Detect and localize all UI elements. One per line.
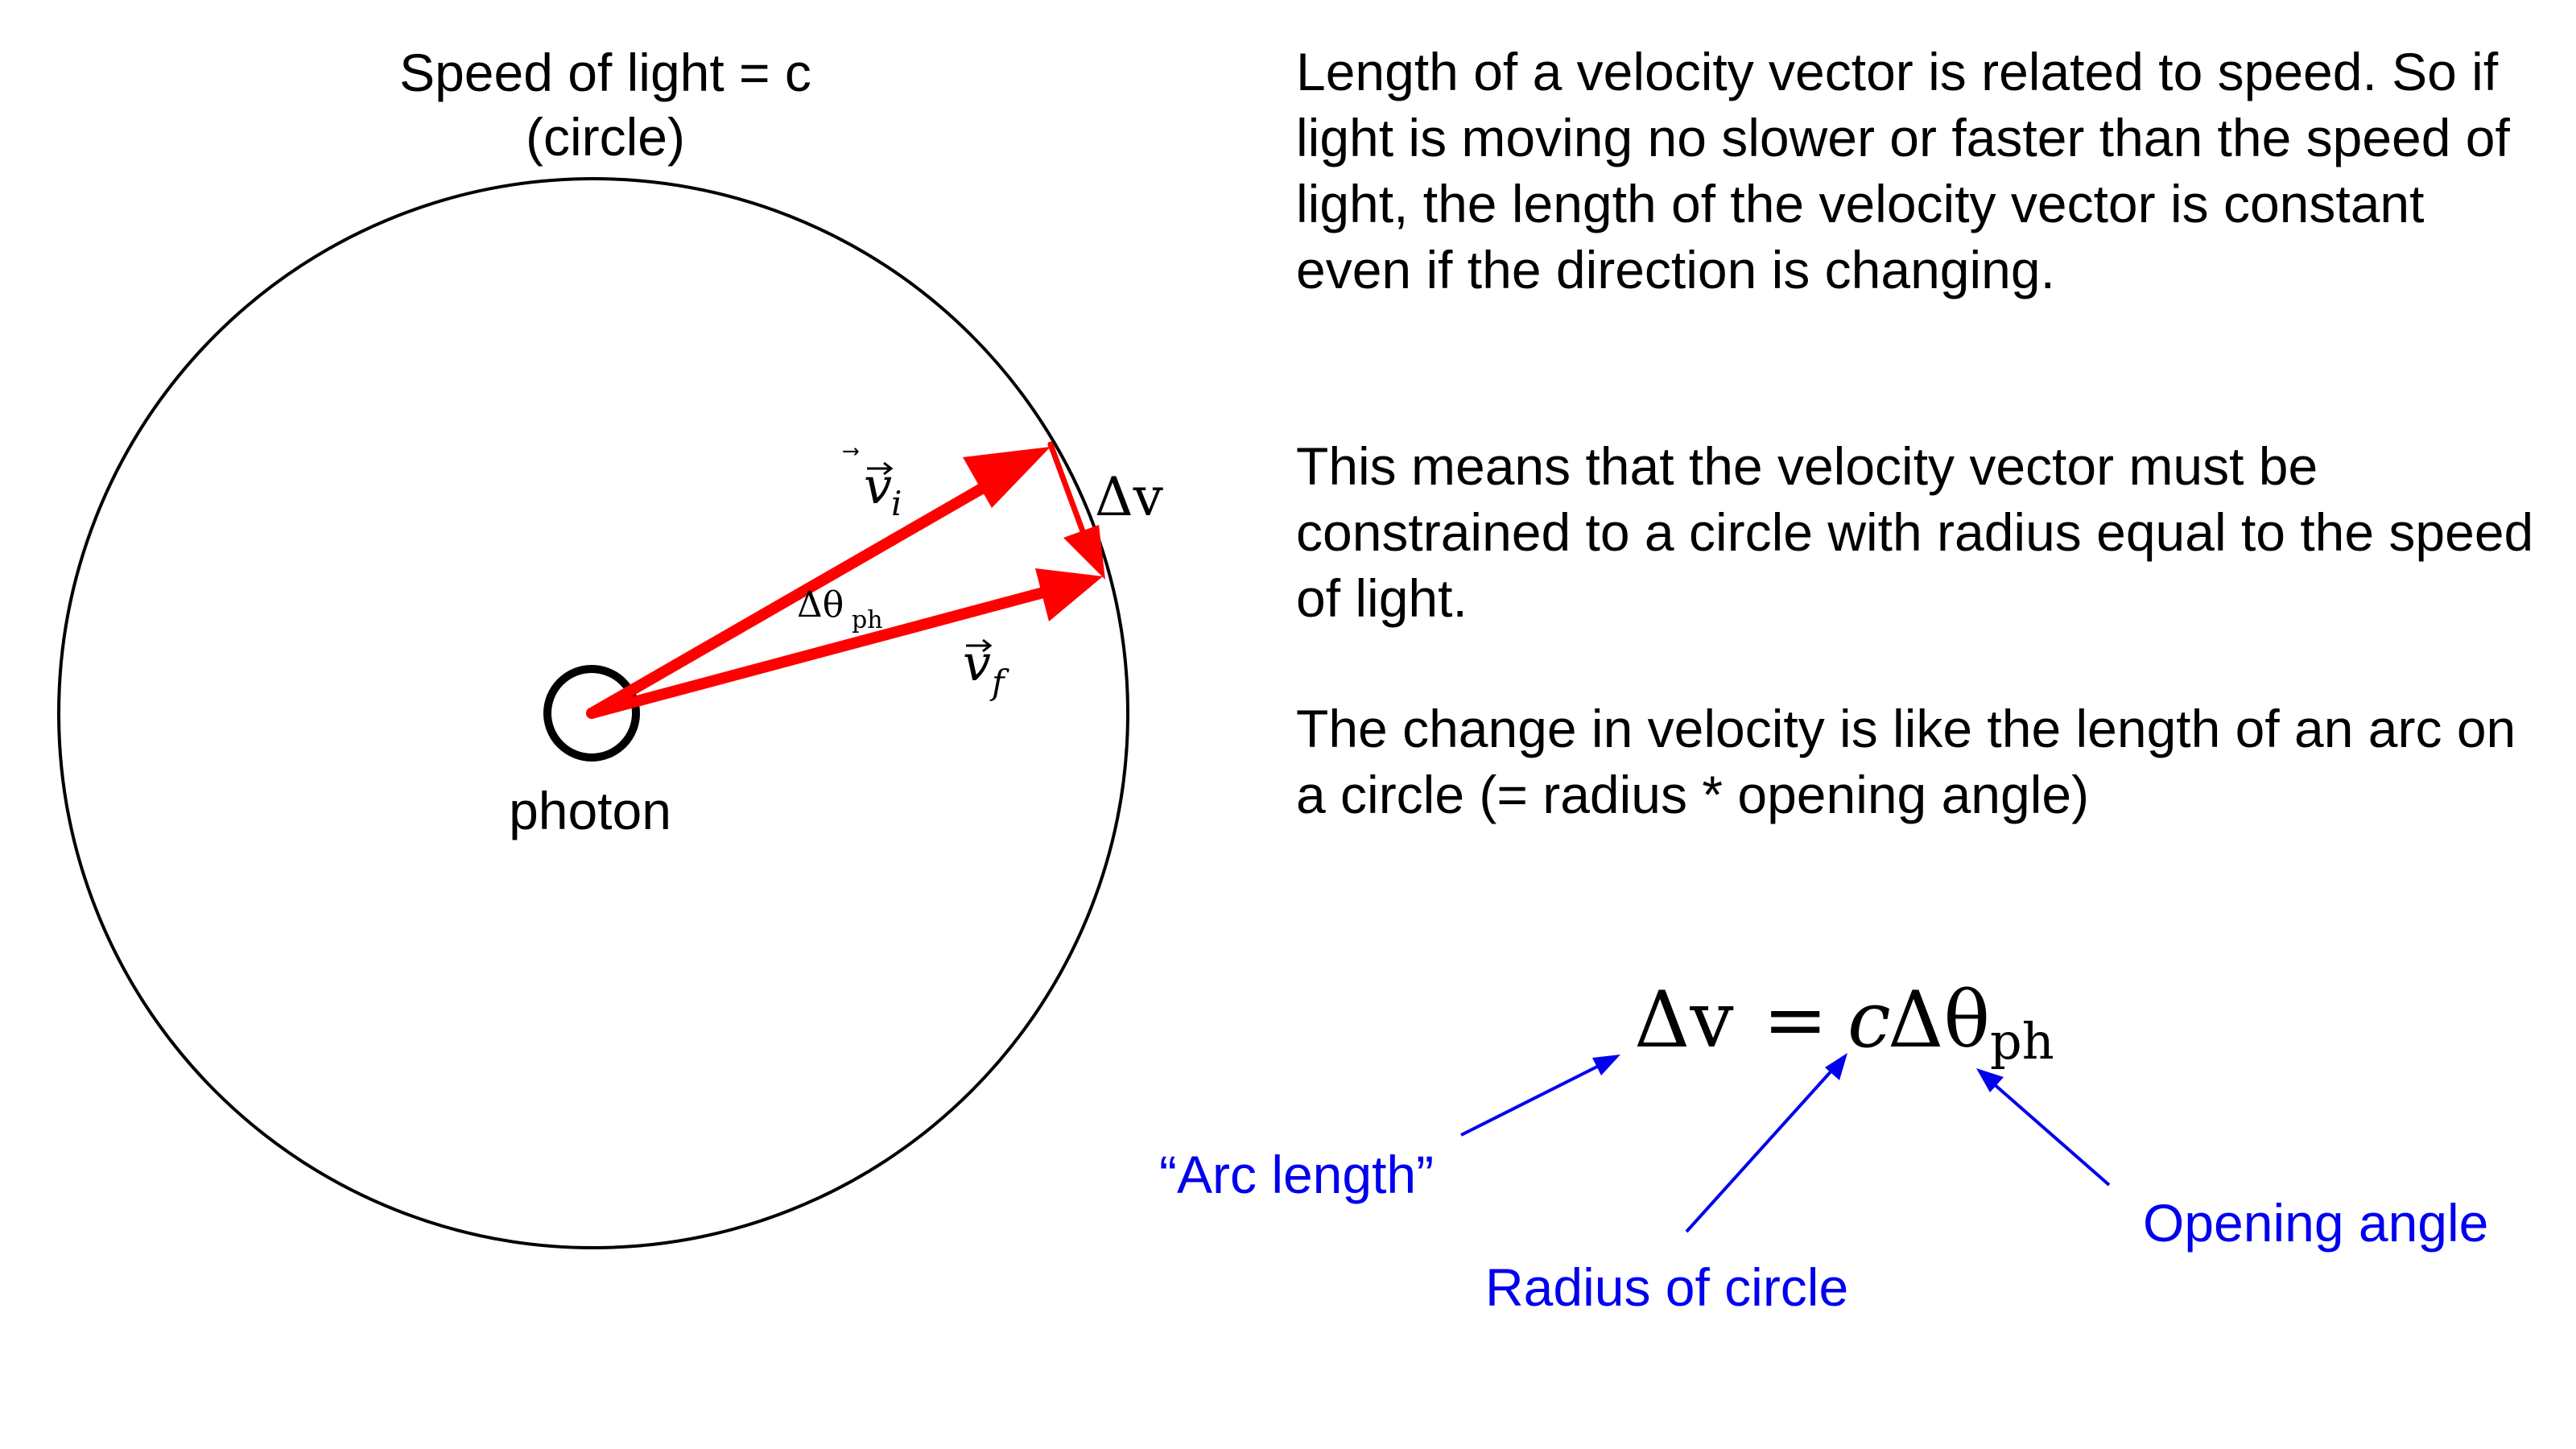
delta-theta-label: Δθ ph <box>797 584 883 634</box>
delta-theta-main: Δθ <box>797 584 844 625</box>
arc-length-equation: Δv = c Δθ ph <box>1634 975 2054 1071</box>
opening-angle-annotation: Opening angle <box>2143 1193 2488 1253</box>
opening-angle-arrowhead <box>1976 1068 2004 1092</box>
equation-subscript-ph: ph <box>1990 1012 2054 1071</box>
circle-title-line1: Speed of light = c <box>399 43 811 102</box>
equation-delta-v: Δv <box>1634 975 1734 1065</box>
radius-annotation: Radius of circle <box>1485 1257 1848 1317</box>
radius-arrowhead <box>1825 1053 1847 1080</box>
vf-arrowhead <box>1035 568 1103 621</box>
photon-circle <box>543 665 640 762</box>
equation-equals: = <box>1763 975 1827 1065</box>
velocity-final-vector <box>586 568 1103 719</box>
arc-length-pointer <box>1460 1055 1620 1137</box>
photon-label: photon <box>509 781 671 840</box>
explanation-paragraph-3: The change in velocity is like the lengt… <box>1296 699 2516 824</box>
opening-angle-pointer <box>1976 1068 2111 1187</box>
delta-theta-sub: ph <box>852 606 883 634</box>
vi-arrowhead <box>963 447 1051 508</box>
vi-over-arrow-icon <box>867 461 894 476</box>
equation-delta-theta: Δθ <box>1888 975 1990 1065</box>
arc-length-annotation: “Arc length” <box>1159 1145 1434 1204</box>
equation-c: c <box>1847 975 1891 1065</box>
radius-pointer <box>1685 1053 1847 1233</box>
delta-v-arrowhead <box>1063 525 1105 580</box>
delta-v-vector <box>1047 441 1105 580</box>
explanation-paragraph-2: This means that the velocity vector must… <box>1296 436 2534 628</box>
vf-label-sub: f <box>989 663 1009 702</box>
arc-length-arrowhead <box>1592 1055 1620 1075</box>
delta-v-label: Δv <box>1095 466 1164 528</box>
vf-over-arrow-icon <box>966 638 993 653</box>
circle-title-line2: (circle) <box>526 107 685 167</box>
speed-of-light-circle <box>57 177 1129 1249</box>
vi-label: v ⃗ i <box>843 448 902 523</box>
explanation-paragraph-1: Length of a velocity vector is related t… <box>1296 42 2510 299</box>
vf-label: v f <box>963 634 1009 702</box>
velocity-initial-vector <box>586 447 1051 719</box>
vi-vector-arrow-icon: ⃗ <box>843 448 859 456</box>
vi-label-sub: i <box>891 484 902 523</box>
